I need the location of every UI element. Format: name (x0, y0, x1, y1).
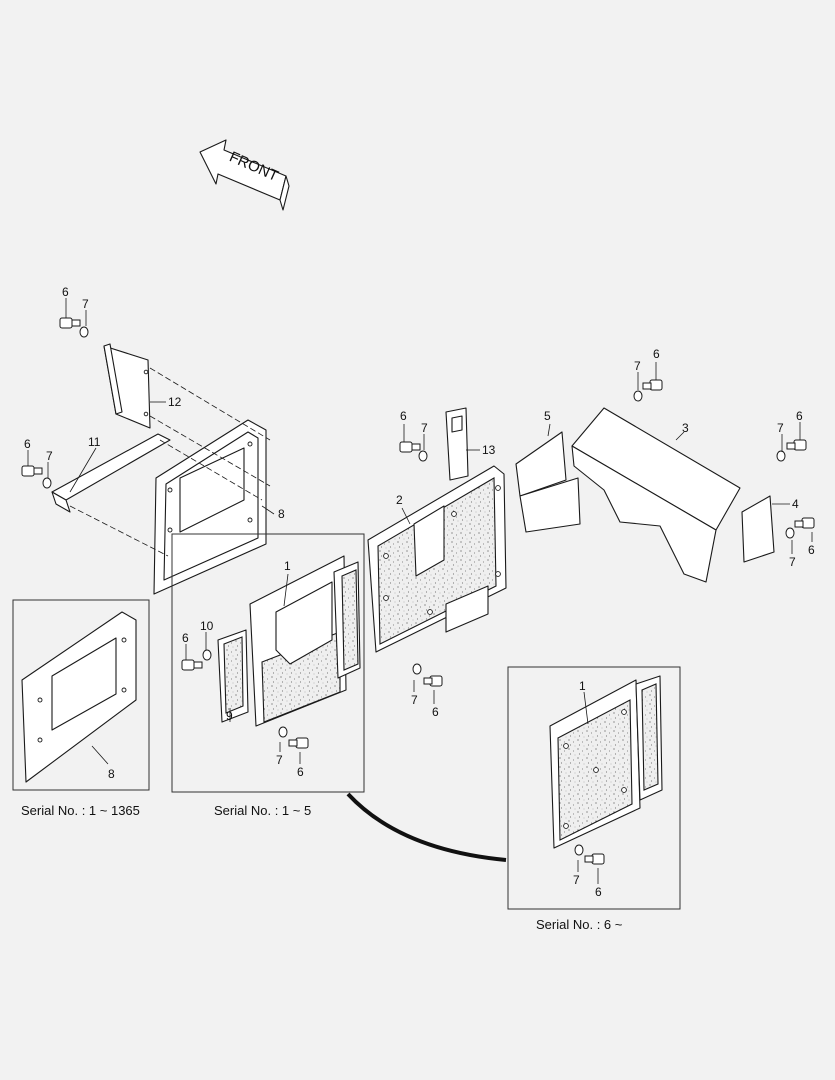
callout-10: 10 (200, 619, 214, 633)
bolt-icon (794, 517, 815, 529)
bolt-icon (21, 465, 43, 477)
bolt-icon (642, 379, 663, 391)
callout-6: 6 (595, 885, 602, 899)
callout-7: 7 (46, 449, 53, 463)
detail-box-middle (171, 533, 365, 793)
part-5-duct (515, 431, 581, 533)
callout-2: 2 (396, 493, 403, 507)
callout-8: 8 (278, 507, 285, 521)
washer-icon (278, 726, 288, 738)
washer-icon (776, 450, 786, 462)
callout-7: 7 (573, 873, 580, 887)
washer-icon (418, 450, 428, 462)
callout-6: 6 (432, 705, 439, 719)
part-3-cover (571, 407, 741, 583)
callout-6: 6 (653, 347, 660, 361)
part-11-angle (51, 433, 171, 513)
part-4-bracket (741, 495, 775, 563)
washer-icon (785, 527, 795, 539)
callout-7: 7 (789, 555, 796, 569)
bolt-icon (423, 675, 443, 687)
callout-3: 3 (682, 421, 689, 435)
washer-icon (633, 390, 643, 402)
washer-icon (412, 663, 422, 675)
callout-7: 7 (276, 753, 283, 767)
fasteners (21, 317, 815, 865)
washer-icon (42, 477, 52, 489)
callout-8: 8 (108, 767, 115, 781)
callout-1: 1 (284, 559, 291, 573)
washer-icon (202, 649, 212, 661)
detail-part-8 (21, 611, 137, 783)
callout-12: 12 (168, 395, 182, 409)
callout-6: 6 (400, 409, 407, 423)
callout-9: 9 (226, 709, 233, 723)
callout-6: 6 (24, 437, 31, 451)
leader-lines (27, 298, 813, 884)
callout-7: 7 (634, 359, 641, 373)
caption-middle: Serial No. : 1 ~ 5 (214, 803, 311, 818)
part-9-grille (217, 629, 249, 723)
part-12-bracket (103, 343, 151, 429)
bolt-icon (786, 439, 807, 451)
callout-6: 6 (62, 285, 69, 299)
washer-icon (79, 326, 89, 338)
washer-icon (574, 844, 584, 856)
callout-7: 7 (777, 421, 784, 435)
callout-6: 6 (182, 631, 189, 645)
detail-box-right (507, 666, 681, 910)
part-13-bracket (445, 407, 469, 481)
callout-7: 7 (411, 693, 418, 707)
detail-box-left (12, 599, 150, 791)
callout-7: 7 (82, 297, 89, 311)
bolt-icon (59, 317, 81, 329)
callout-6: 6 (808, 543, 815, 557)
bolt-icon (181, 659, 203, 671)
bolt-icon (584, 853, 605, 865)
part-1-middle (249, 555, 361, 727)
bolt-icon (288, 737, 309, 749)
caption-left: Serial No. : 1 ~ 1365 (21, 803, 140, 818)
transition-arrow (346, 792, 507, 862)
callout-1: 1 (579, 679, 586, 693)
bolt-icon (399, 441, 421, 453)
part-2-panel (367, 465, 507, 653)
callout-13: 13 (482, 443, 496, 457)
callout-6: 6 (297, 765, 304, 779)
detail-part-1 (549, 675, 663, 849)
callout-11: 11 (88, 435, 101, 449)
caption-right: Serial No. : 6 ~ (536, 917, 623, 932)
front-arrow: FRONT (199, 139, 290, 211)
callout-4: 4 (792, 497, 799, 511)
callout-6: 6 (796, 409, 803, 423)
callout-7: 7 (421, 421, 428, 435)
callout-5: 5 (544, 409, 551, 423)
part-8-plate (153, 419, 267, 595)
callouts: 6 7 12 6 11 7 8 6 7 13 2 5 3 4 6 7 6 7 6… (24, 285, 815, 899)
